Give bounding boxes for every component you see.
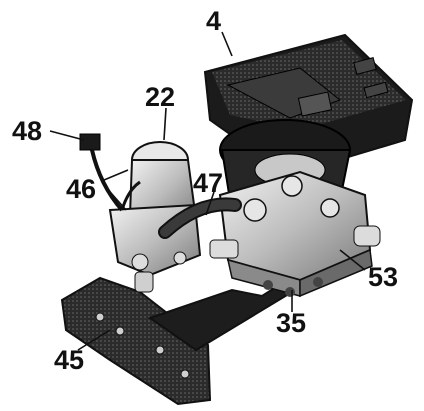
wiring-harness <box>79 133 141 212</box>
callout-48: 48 <box>12 116 42 146</box>
callout-45: 45 <box>54 345 84 375</box>
connector-plug <box>79 133 101 151</box>
leader-line-4 <box>221 31 233 57</box>
leader-line-46a <box>103 169 129 181</box>
valve-block <box>209 170 381 298</box>
leader-line-46b <box>103 184 127 211</box>
leader-line-45 <box>77 329 111 351</box>
leader-line-47 <box>205 191 215 216</box>
leader-lines <box>49 31 366 351</box>
callout-22: 22 <box>145 82 175 112</box>
leader-line-53 <box>339 249 366 271</box>
leader-line-48 <box>49 130 85 141</box>
callout-4: 4 <box>206 6 221 36</box>
callout-46: 46 <box>66 174 96 204</box>
callout-35: 35 <box>276 308 306 338</box>
leader-line-22 <box>163 107 167 141</box>
callout-47: 47 <box>193 168 223 198</box>
mounting-bracket <box>60 270 314 406</box>
callout-53: 53 <box>368 262 398 292</box>
connecting-pipe <box>158 197 242 239</box>
